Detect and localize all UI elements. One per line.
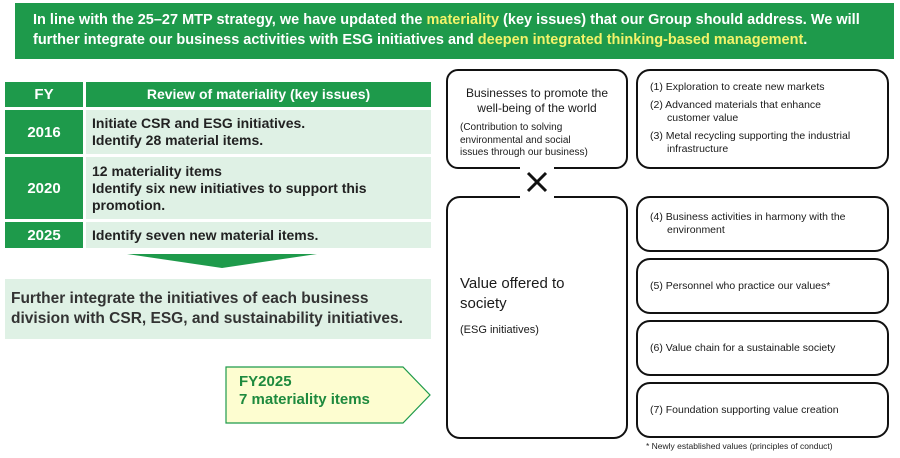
row-line: Identify 28 material items. <box>92 132 264 148</box>
list-item: (1) Exploration to create new markets <box>650 81 825 93</box>
list-item-line: (5) Personnel who practice our values* <box>650 279 831 292</box>
business-title: Businesses to promote the well-being of … <box>454 86 620 116</box>
row-fy: 2020 <box>5 157 83 219</box>
callout-line: FY2025 <box>239 373 292 390</box>
row-fy: 2025 <box>5 222 83 248</box>
cross-icon <box>526 171 548 193</box>
header-fy: FY <box>5 82 83 107</box>
business-subtitle: (Contribution to solving environmental a… <box>454 122 620 160</box>
list-item-line: (7) Foundation supporting value creation <box>650 403 839 416</box>
summary-line: Further integrate the initiatives of eac… <box>11 290 369 307</box>
list-item-line: customer value <box>667 112 739 124</box>
callout-line: 7 materiality items <box>239 391 370 408</box>
row-text: Identify seven new material items. <box>86 222 431 248</box>
value-title-line: Value offered to <box>460 275 565 292</box>
table-row: 2016 Initiate CSR and ESG initiatives. I… <box>5 110 431 154</box>
row-text: 12 materiality items Identify six new in… <box>86 157 431 219</box>
banner-text-2: (key issues) that our Group should addre… <box>33 12 860 48</box>
materiality-item-5: (5) Personnel who practice our values* <box>636 258 889 314</box>
table-row: 2020 12 materiality items Identify six n… <box>5 157 431 219</box>
list-item-line: environment <box>667 224 725 236</box>
row-line: 12 materiality items <box>92 162 222 179</box>
banner-highlight-integrated: deepen integrated thinking-based managem… <box>477 32 804 48</box>
value-subtitle: (ESG initiatives) <box>460 324 539 336</box>
down-arrow-icon <box>127 254 317 268</box>
materiality-item-4: (4) Business activities in harmony with … <box>636 196 889 252</box>
header-review: Review of materiality (key issues) <box>86 82 431 107</box>
callout-text: FY2025 7 materiality items <box>239 373 370 409</box>
table-header-row: FY Review of materiality (key issues) <box>5 82 431 107</box>
table-row: 2025 Identify seven new material items. <box>5 222 431 248</box>
business-sub-line: (Contribution to solving <box>460 122 563 133</box>
materiality-items-1-3: (1) Exploration to create new markets (2… <box>636 69 889 169</box>
list-item-line: (4) Business activities in harmony with … <box>650 211 846 223</box>
row-text: Initiate CSR and ESG initiatives. Identi… <box>86 110 431 154</box>
value-title-line: society <box>460 295 507 312</box>
business-title-line: well-being of the world <box>477 101 597 115</box>
top-banner: In line with the 25–27 MTP strategy, we … <box>15 3 894 59</box>
footnote: * Newly established values (principles o… <box>646 441 833 451</box>
value-box: Value offered to society (ESG initiative… <box>446 196 628 439</box>
banner-text-1: In line with the 25–27 MTP strategy, we … <box>33 12 427 28</box>
list-item-line: (3) Metal recycling supporting the indus… <box>650 130 851 142</box>
summary-line: division with CSR, ESG, and sustainabili… <box>11 310 403 327</box>
row-line: Initiate CSR and ESG initiatives. <box>92 115 306 131</box>
row-line: Identify seven new material items. <box>92 226 319 243</box>
materiality-item-6: (6) Value chain for a sustainable societ… <box>636 320 889 376</box>
banner-text-3: . <box>803 32 808 48</box>
list-item-line: (2) Advanced materials that enhance <box>650 99 822 111</box>
banner-highlight-materiality: materiality <box>426 12 500 28</box>
list-item-line: (6) Value chain for a sustainable societ… <box>650 341 836 354</box>
list-item: (3) Metal recycling supporting the indus… <box>650 130 877 156</box>
value-title: Value offered to society <box>460 274 626 314</box>
list-item: (2) Advanced materials that enhance cust… <box>650 99 877 125</box>
fy2025-callout-arrow <box>225 366 431 424</box>
row-line: Identify six new initiatives to support … <box>92 179 367 196</box>
business-box: Businesses to promote the well-being of … <box>446 69 628 169</box>
business-title-line: Businesses to promote the <box>465 86 609 100</box>
materiality-item-7: (7) Foundation supporting value creation <box>636 382 889 438</box>
list-item-line: infrastructure <box>667 143 729 155</box>
row-line: promotion. <box>92 196 166 213</box>
summary-box: Further integrate the initiatives of eac… <box>5 279 431 339</box>
row-fy: 2016 <box>5 110 83 154</box>
business-sub-line: environmental and social <box>460 134 571 146</box>
business-sub-line: issues through our business) <box>460 147 588 158</box>
